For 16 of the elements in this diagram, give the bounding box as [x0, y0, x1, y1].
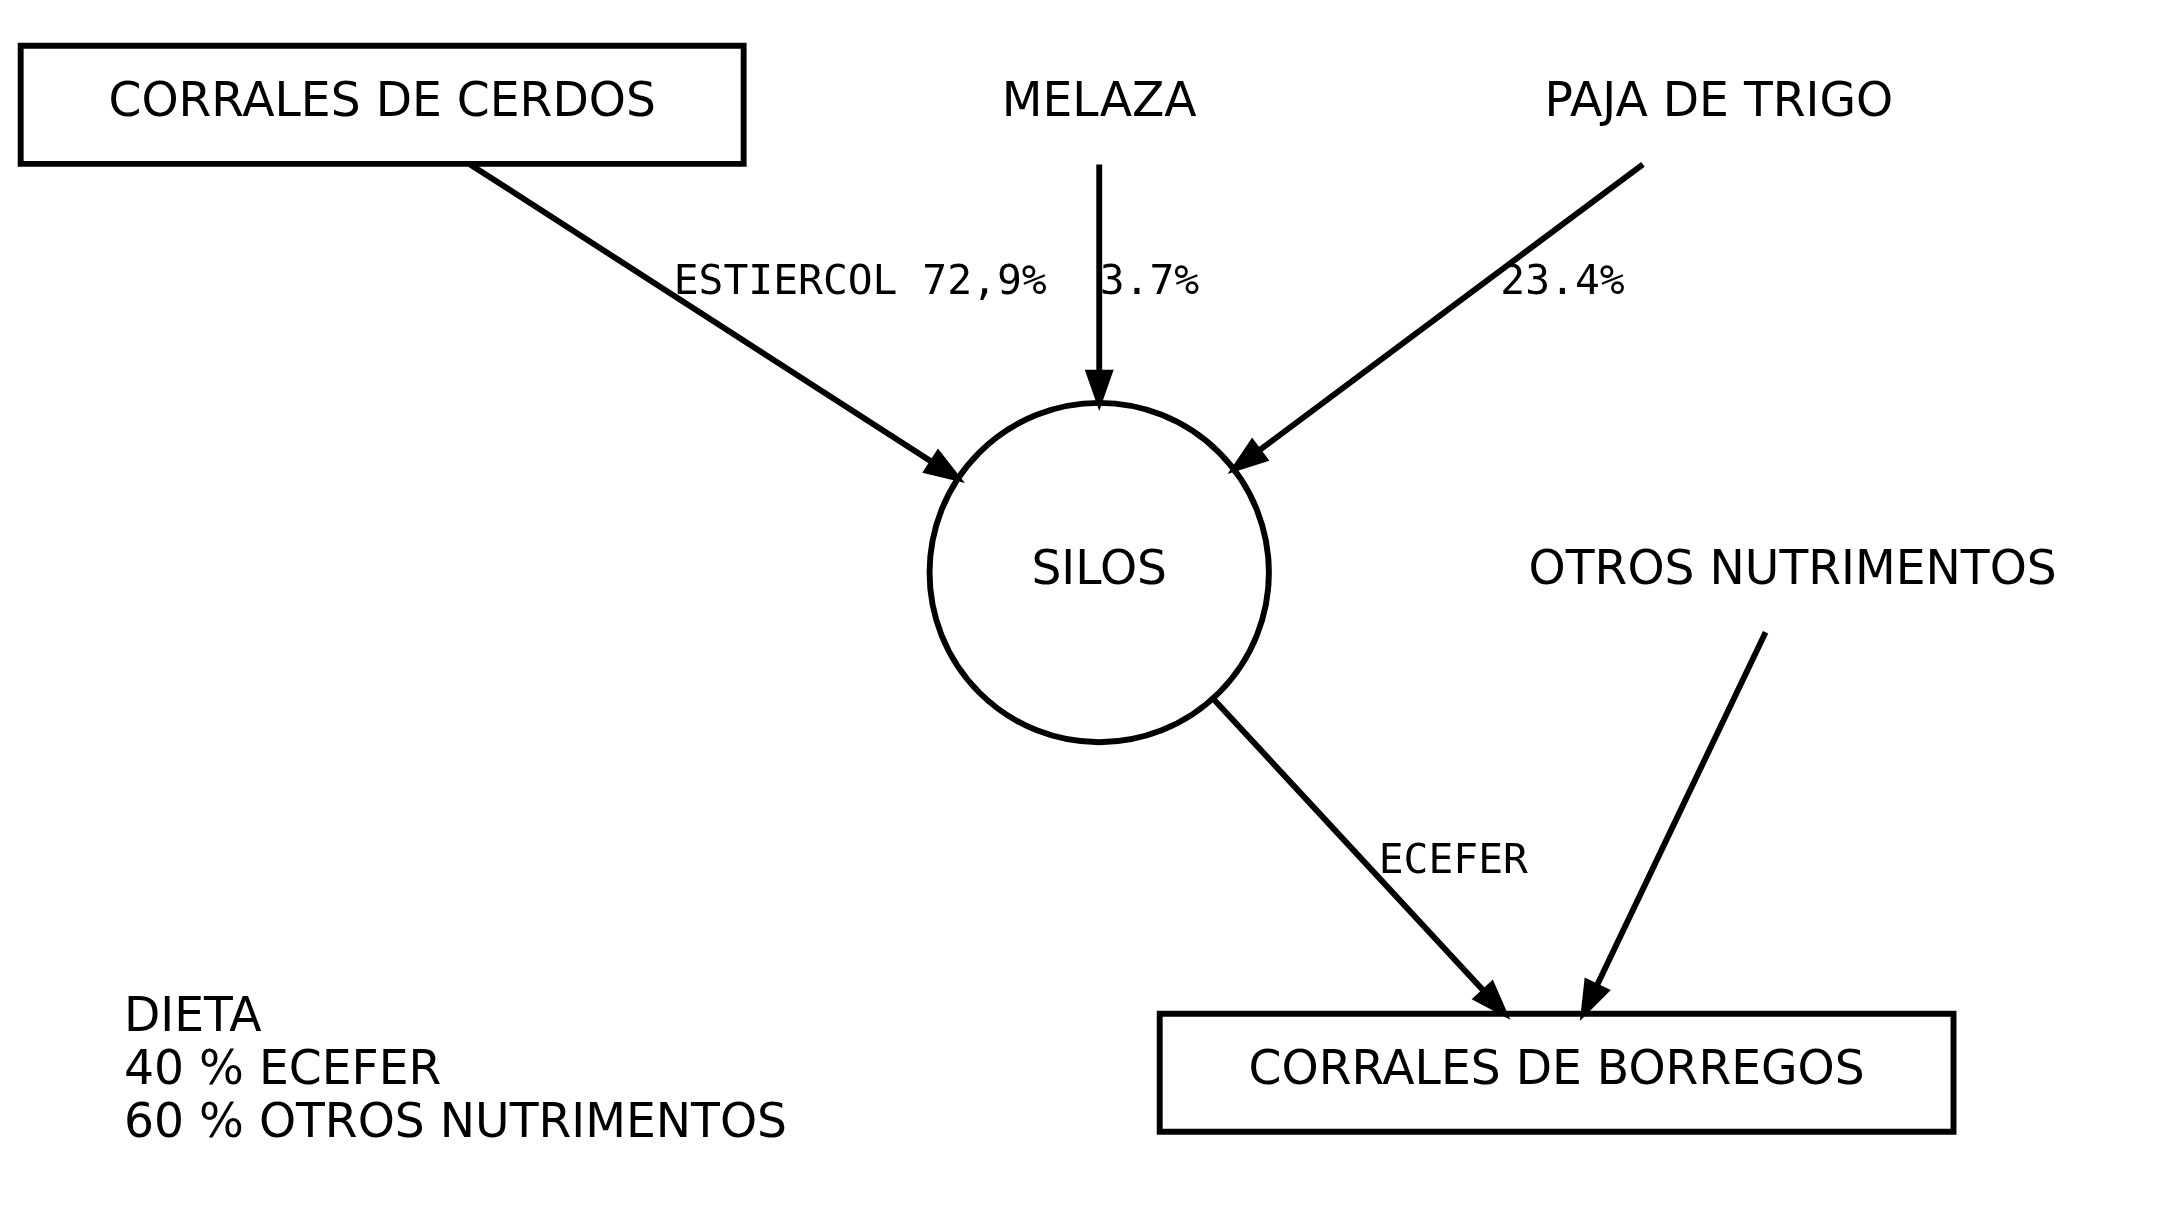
label: 40 % ECEFER [123, 1039, 442, 1095]
edge-label: ESTIERCOL 72,9% [673, 255, 1047, 304]
label: DIETA [123, 986, 262, 1042]
arrow [1579, 630, 1769, 1021]
node-text: OTROS NUTRIMENTOS [1528, 539, 2057, 595]
edge-label: ECEFER [1378, 834, 1528, 883]
node-text: MELAZA [1001, 71, 1197, 127]
arrow [1211, 696, 1511, 1020]
edge-label: 23.4% [1500, 255, 1625, 304]
node-text: PAJA DE TRIGO [1544, 71, 1894, 127]
label: 60 % OTROS NUTRIMENTOS [123, 1092, 788, 1148]
arrow [1084, 163, 1114, 411]
edge-label: 3.7% [1099, 255, 1200, 304]
node-box: CORRALES DE BORREGOS [1156, 1010, 1957, 1135]
node-box: CORRALES DE CERDOS [17, 42, 747, 167]
arrow [1227, 161, 1645, 474]
